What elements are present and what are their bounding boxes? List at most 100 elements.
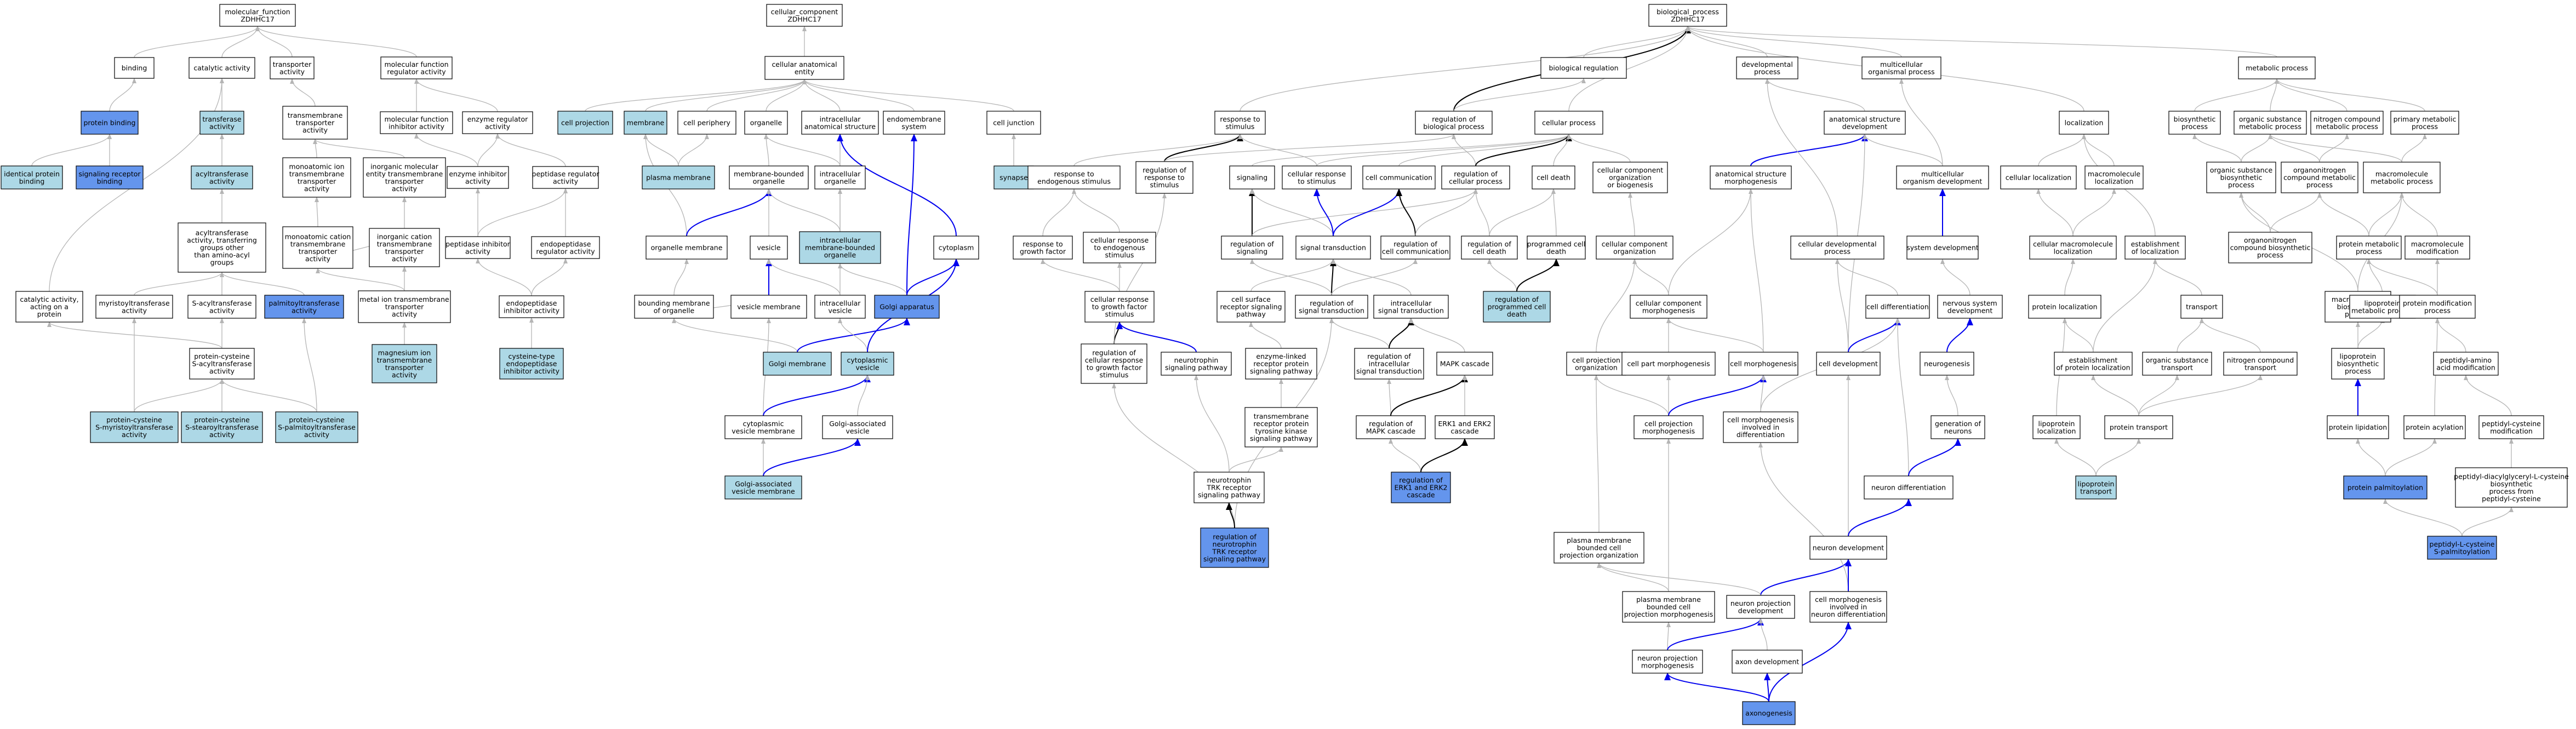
- edge-peptcyspalm-to-peptcysbiosyn: [2461, 507, 2514, 537]
- term-label-line: activity: [553, 177, 579, 185]
- term-box: [1214, 111, 1266, 135]
- term-box: [1527, 236, 1586, 260]
- term-label-line: transmembrane: [288, 111, 343, 119]
- go-term-inorgcation: inorganic cationtransmembranetransporter…: [369, 228, 440, 267]
- edge-enzreg-to-mfreg: [414, 78, 498, 112]
- edge-cellperiph-to-cae: [706, 79, 807, 112]
- term-label-line: protein transport: [2110, 423, 2168, 432]
- edge-neurogenesis-to-nsdev: [1946, 318, 1973, 353]
- term-box: [1726, 595, 1795, 619]
- term-label-line: system: [901, 122, 926, 130]
- edge-golgiassocmem-to-golgiassoc: [763, 438, 861, 477]
- term-label-line: ZDHHC17: [1671, 15, 1705, 23]
- term-box: [2343, 475, 2428, 500]
- go-term-golgi: Golgi apparatus: [874, 295, 940, 319]
- term-label-line: plasma membrane: [1636, 595, 1701, 604]
- term-box: [2336, 236, 2402, 260]
- term-label-line: cell periphery: [683, 119, 730, 127]
- term-label-line: process: [2424, 306, 2451, 314]
- edge-peptinhib-to-peptreg: [477, 188, 568, 237]
- term-label-line: binding: [19, 177, 45, 185]
- term-label-line: transmembrane: [377, 240, 432, 248]
- edge-membrane-to-cae: [645, 79, 807, 112]
- edge-pcspal-to-protcyssacyl: [220, 378, 317, 412]
- edge-mfreg-to-mf: [255, 26, 417, 58]
- go-term-bioreg: biological regulation: [1540, 57, 1627, 79]
- term-box: [2029, 236, 2117, 260]
- term-label-line: enzyme regulator: [467, 115, 529, 123]
- term-label-line: localization: [2054, 247, 2093, 255]
- term-box: [2404, 236, 2470, 260]
- term-box: [2403, 415, 2466, 439]
- term-label-line: process: [2345, 367, 2371, 375]
- term-box: [264, 295, 344, 319]
- term-label-line: localization: [2095, 177, 2134, 185]
- term-box: [1621, 352, 1716, 376]
- term-label-line: inhibitor activity: [504, 367, 560, 375]
- term-label-line: metal ion transmembrane: [359, 295, 449, 303]
- term-label-line: stimulus: [1150, 181, 1179, 189]
- term-label-line: transmembrane: [377, 356, 432, 364]
- term-box: [189, 348, 255, 380]
- term-label-line: Golgi apparatus: [879, 303, 934, 311]
- term-box: [993, 165, 1034, 190]
- go-term-synapse: synapse: [993, 165, 1034, 190]
- edge-regintrasig-to-intrasig: [1389, 318, 1414, 349]
- term-label-line: transporter: [299, 247, 338, 255]
- term-label-line: axon development: [1735, 658, 1800, 666]
- edge-regcelldeath-to-regcellproc: [1473, 188, 1490, 237]
- term-label-line: regulator activity: [387, 67, 446, 76]
- edge-cellrespendo-to-respendo: [1072, 188, 1120, 233]
- go-term-cellcomm: cell communication: [1362, 165, 1436, 190]
- term-label-line: neurotrophin: [1174, 356, 1219, 364]
- term-label-line: neuron differentiation: [1871, 484, 1946, 492]
- term-label-line: cell communication: [1366, 174, 1432, 182]
- edge-celljunc-to-cae: [802, 79, 1014, 112]
- term-label-line: pathway: [1236, 310, 1266, 318]
- term-label-line: metabolic process: [2316, 122, 2378, 130]
- edge-organonitrobiosyn-to-organonitro: [2270, 192, 2322, 233]
- term-label-line: entity: [795, 67, 815, 76]
- term-label-line: inhibitor activity: [389, 122, 445, 130]
- go-term-celldiff: cell differentiation: [1865, 295, 1930, 319]
- edge-golgi-to-cytoplasm: [906, 259, 959, 296]
- term-box: [1648, 4, 1727, 27]
- edge-peptcysmod-to-peptaamod: [2464, 375, 2512, 416]
- term-box: [2084, 165, 2144, 190]
- term-label-line: nitrogen compound: [2227, 356, 2294, 364]
- term-label-line: MAPK cascade: [1440, 360, 1490, 368]
- term-label-line: neurogenesis: [1924, 360, 1970, 368]
- term-box: [874, 295, 940, 319]
- term-box: [2142, 352, 2212, 376]
- term-box: [1441, 165, 1510, 190]
- term-label-line: to growth factor: [1092, 303, 1147, 311]
- edge-regsigtrans-to-sigtrans: [1329, 259, 1336, 296]
- term-box: [1930, 415, 1985, 439]
- edge-sigtrans-to-cellresp: [1313, 188, 1334, 237]
- term-box: [1380, 236, 1450, 260]
- term-label-line: biological_process: [1657, 8, 1719, 16]
- go-term-cellproj: cell projection: [557, 111, 613, 135]
- go-term-protacyl: protein acylation: [2403, 415, 2466, 439]
- term-label-line: transmembrane: [1254, 412, 1309, 420]
- term-label-line: transport: [2186, 303, 2218, 311]
- term-box: [1435, 415, 1495, 439]
- term-box: [933, 236, 979, 260]
